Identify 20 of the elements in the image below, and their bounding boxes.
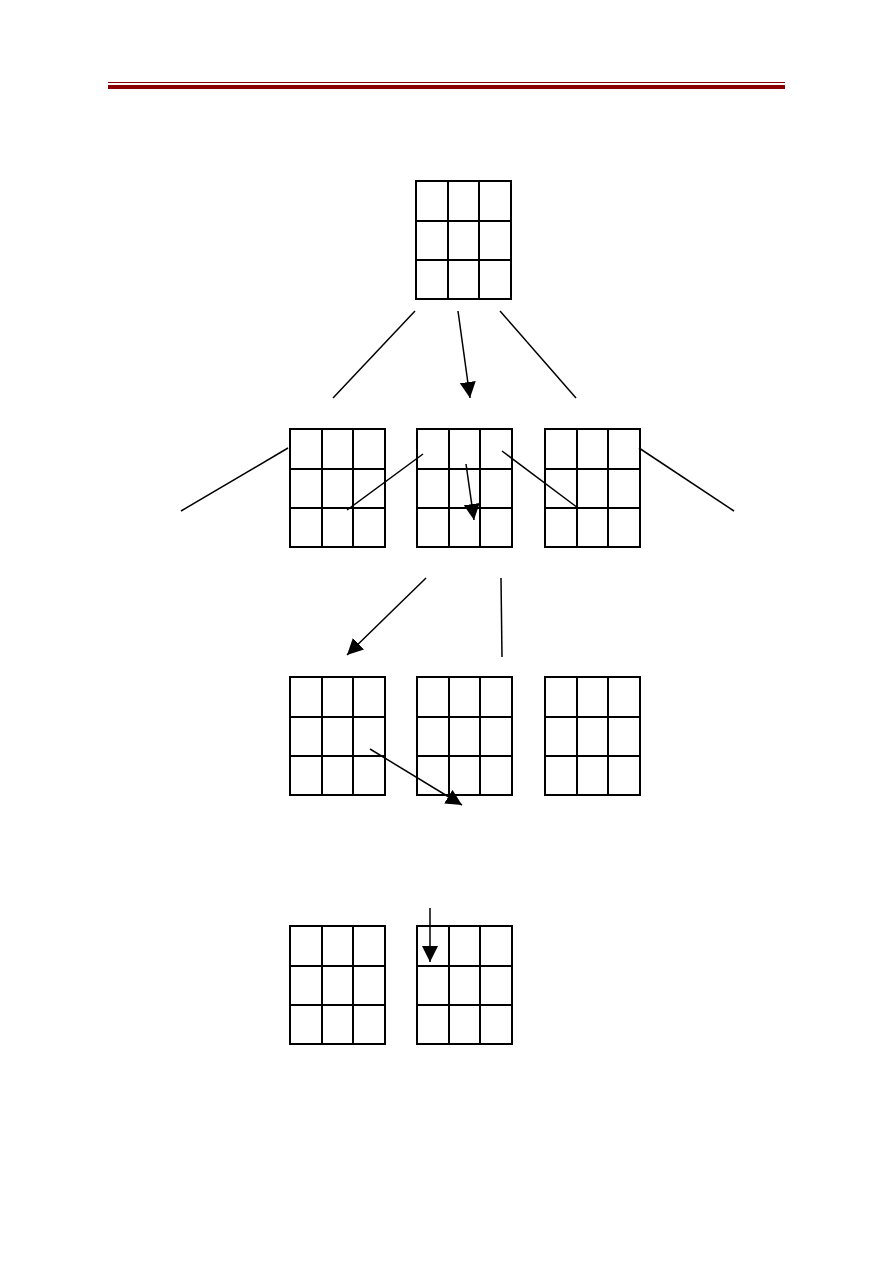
puzzle-grid (289, 428, 386, 548)
puzzle-grid (416, 428, 513, 548)
arrow (346, 577, 427, 656)
arrow (457, 310, 476, 399)
puzzle-grid (416, 925, 513, 1045)
connector-line (501, 450, 579, 509)
puzzle-grid (416, 676, 513, 796)
puzzle-grid (289, 676, 386, 796)
puzzle-grid (544, 428, 641, 548)
puzzle-grid (544, 676, 641, 796)
connector-line (180, 447, 289, 512)
connector-line (499, 310, 577, 399)
arrow (422, 907, 438, 963)
connector-line (500, 577, 503, 658)
puzzle-grid (415, 180, 512, 300)
puzzle-grid (289, 925, 386, 1045)
connector-line (332, 310, 416, 399)
connector-line (638, 447, 735, 512)
connector-line (346, 453, 424, 511)
arrow (369, 748, 463, 806)
